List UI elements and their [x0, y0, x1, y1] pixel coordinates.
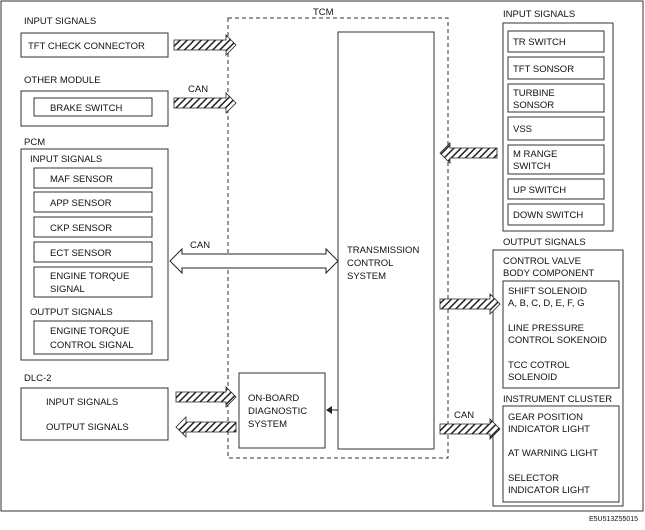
ckp-sensor-label: CKP SENSOR [50, 223, 112, 234]
app-sensor-label: APP SENSOR [50, 198, 112, 209]
right-input-signals-header: INPUT SIGNALS [503, 9, 575, 20]
shift-solenoid-label: SHIFT SOLENOID A, B, C, D, E, F, G [508, 286, 590, 309]
tft-check-connector-box [20, 32, 169, 58]
down-switch-box [507, 203, 605, 226]
diagram-frame [0, 0, 644, 512]
transmission-control-system-box [337, 31, 435, 450]
at-warning-light-label: AT WARNING LIGHT [508, 448, 598, 459]
engine-torque-control-signal-box [33, 320, 153, 355]
tcc-control-solenoid-label: TCC COTROL SOLENOID [508, 360, 572, 383]
right-inputs-to-tcm-arrow [439, 142, 498, 164]
line-pressure-solenoid-label: LINE PRESSURE CONTROL SOKENOID [508, 323, 607, 346]
control-valve-body-box [502, 280, 620, 389]
pcm-output-signals-header: OUTPUT SIGNALS [30, 307, 113, 318]
turbine-sensor-label: TURBINE SONSOR [513, 88, 557, 111]
dlc2-box [20, 387, 169, 441]
dlc2-header: DLC-2 [24, 373, 51, 384]
other-module-header: OTHER MODULE [24, 75, 101, 86]
can-label-instrument: CAN [454, 410, 474, 421]
instrument-cluster-header: INSTRUMENT CLUSTER [503, 394, 612, 405]
core-to-obd-arrowhead [326, 406, 332, 414]
right-output-signals-header: OUTPUT SIGNALS [503, 237, 586, 248]
pcm-tcm-can-arrow[interactable] [169, 247, 339, 275]
ect-sensor-box [33, 241, 153, 263]
tft-check-connector-label: TFT CHECK CONNECTOR [28, 41, 145, 52]
brake-switch-can-arrow [173, 92, 237, 114]
dlc2-input-arrow [175, 386, 237, 408]
m-range-switch-box [507, 144, 605, 175]
can-label-brake: CAN [188, 84, 208, 95]
on-board-diagnostic-system-label: ON-BOARD DIAGNOSTIC SYSTEM [248, 393, 310, 430]
up-switch-label: UP SWITCH [513, 185, 566, 196]
dlc2-output-arrow [175, 416, 237, 438]
tcm-title: TCM [313, 7, 334, 18]
up-switch-box [507, 178, 605, 200]
ect-sensor-label: ECT SENSOR [50, 248, 112, 259]
engine-torque-signal-label: ENGINE TORQUE SIGNAL [50, 271, 132, 295]
instrument-cluster-box [502, 405, 620, 503]
tr-switch-box [507, 30, 605, 53]
brake-switch-box [33, 97, 153, 117]
maf-sensor-label: MAF SENSOR [50, 174, 113, 185]
tcm-dashed-boundary [227, 17, 449, 459]
tcm-to-control-valve-arrow [439, 293, 501, 315]
dlc2-output-signals-label: OUTPUT SIGNALS [46, 422, 129, 433]
tft-sensor-label: TFT SONSOR [513, 64, 574, 75]
brake-switch-label: BRAKE SWITCH [50, 103, 122, 114]
control-valve-body-label: CONTROL VALVE BODY COMPONENT [503, 256, 594, 279]
on-board-diagnostic-system-box [238, 372, 326, 449]
app-sensor-box [33, 191, 153, 213]
pcm-input-signals-header: INPUT SIGNALS [30, 154, 102, 165]
vss-label: VSS [513, 124, 532, 135]
maf-sensor-box [33, 167, 153, 189]
tcm-to-instrument-cluster-arrow [439, 418, 501, 440]
down-switch-label: DOWN SWITCH [513, 210, 583, 221]
figure-code: E5U513Z55015 [589, 516, 638, 523]
left-input-signals-header: INPUT SIGNALS [24, 16, 96, 27]
tr-switch-label: TR SWITCH [513, 37, 566, 48]
can-label-pcm: CAN [190, 240, 210, 251]
m-range-switch-label: M RANGE SWITCH [513, 149, 560, 172]
engine-torque-control-signal-label: ENGINE TORQUE CONTROL SIGNAL [50, 326, 134, 351]
pcm-header: PCM [24, 137, 45, 148]
gear-position-indicator-label: GEAR POSITION INDICATOR LIGHT [508, 412, 590, 435]
ckp-sensor-box [33, 216, 153, 238]
tft-sensor-box [507, 56, 605, 80]
selector-indicator-label: SELECTOR INDICATOR LIGHT [508, 473, 590, 496]
transmission-control-system-label: TRANSMISSION CONTROL SYSTEM [347, 245, 422, 282]
tft-connector-arrow [173, 34, 237, 56]
engine-torque-signal-box [33, 266, 153, 298]
dlc2-input-signals-label: INPUT SIGNALS [46, 397, 118, 408]
turbine-sensor-box [507, 83, 605, 113]
vss-box [507, 116, 605, 141]
